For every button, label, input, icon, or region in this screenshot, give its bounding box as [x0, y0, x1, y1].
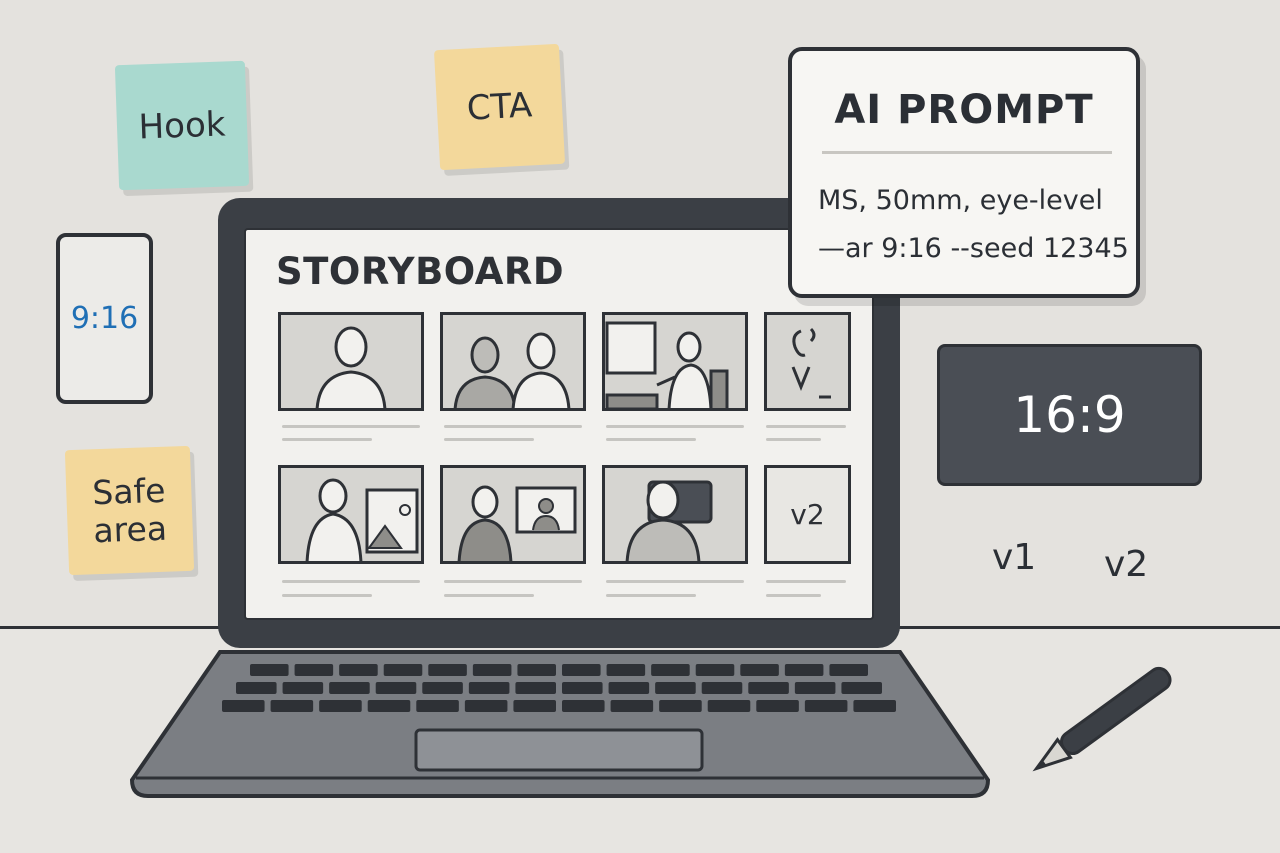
caption-line	[606, 425, 744, 428]
keyboard-key[interactable]	[375, 682, 417, 694]
ai-prompt-card: AI PROMPT MS, 50mm, eye-level —ar 9:16 -…	[788, 47, 1140, 298]
keyboard-key[interactable]	[659, 700, 702, 712]
ai-prompt-divider	[822, 151, 1112, 154]
pencil-icon	[1032, 666, 1172, 772]
sticky-cta-label: CTA	[465, 85, 534, 129]
ai-prompt-line-2: —ar 9:16 --seed 12345	[818, 233, 1129, 264]
keyboard-key[interactable]	[294, 664, 334, 676]
caption-line	[606, 594, 696, 597]
keyboard-key[interactable]	[282, 682, 324, 694]
sticky-hook-label: Hook	[137, 103, 227, 148]
caption-line	[606, 438, 696, 441]
storyboard-frame-4[interactable]	[764, 312, 851, 411]
caption-line	[282, 580, 420, 583]
phone-frame-9-16: 9:16	[56, 233, 153, 404]
keyboard-key[interactable]	[707, 700, 751, 712]
keyboard-key[interactable]	[236, 682, 277, 694]
keyboard-key[interactable]	[428, 664, 467, 676]
keyboard-key[interactable]	[610, 700, 654, 712]
caption-line	[766, 425, 846, 428]
storyboard-frame-8[interactable]: v2	[764, 465, 851, 564]
keyboard-key[interactable]	[339, 664, 378, 676]
keyboard-key[interactable]	[562, 664, 601, 676]
keyboard-key[interactable]	[784, 664, 824, 676]
version-label-v2: v2	[1104, 544, 1149, 585]
keyboard-key[interactable]	[367, 700, 411, 712]
keyboard-key[interactable]	[655, 682, 696, 694]
keyboard-key[interactable]	[606, 664, 646, 676]
caption-line	[444, 438, 534, 441]
ai-prompt-title: AI PROMPT	[834, 87, 1094, 133]
trackpad[interactable]	[414, 728, 704, 772]
keyboard-key[interactable]	[464, 700, 508, 712]
sketch-illustration	[791, 327, 831, 399]
caption-line	[766, 580, 846, 583]
keyboard-key[interactable]	[794, 682, 836, 694]
keyboard-key[interactable]	[222, 700, 265, 712]
person-with-monitor-illustration	[457, 485, 577, 561]
caption-line	[444, 425, 582, 428]
keyboard-key[interactable]	[515, 682, 556, 694]
keyboard-key[interactable]	[829, 664, 868, 676]
keyboard-key[interactable]	[756, 700, 799, 712]
caption-line	[766, 438, 821, 441]
two-people-illustration	[453, 332, 571, 408]
desk-scene-illustration	[605, 321, 729, 408]
sticky-note-cta: CTA	[433, 43, 566, 171]
caption-line	[444, 594, 534, 597]
keyboard-key[interactable]	[748, 682, 789, 694]
laptop-keyboard-base	[130, 650, 990, 798]
keyboard-key[interactable]	[250, 664, 289, 676]
keyboard-key[interactable]	[804, 700, 848, 712]
sticky-safe-line1: Safe	[91, 470, 167, 512]
storyboard-frame-3[interactable]	[602, 312, 748, 411]
keyboard-key[interactable]	[695, 664, 735, 676]
keyboard-key[interactable]	[608, 682, 650, 694]
person-illustration	[315, 326, 387, 408]
keyboard-key[interactable]	[383, 664, 423, 676]
storyboard-frame-2[interactable]	[440, 312, 586, 411]
keyboard-key[interactable]	[841, 682, 882, 694]
storyboard-frame-1[interactable]	[278, 312, 424, 411]
frame-v2-label: v2	[790, 498, 825, 531]
keyboard-key[interactable]	[651, 664, 690, 676]
ai-prompt-line-1: MS, 50mm, eye-level	[818, 185, 1103, 216]
keyboard-key[interactable]	[472, 664, 512, 676]
keyboard-key[interactable]	[562, 700, 605, 712]
keyboard-key[interactable]	[517, 664, 556, 676]
caption-line	[766, 594, 821, 597]
keyboard-key[interactable]	[853, 700, 896, 712]
caption-line	[282, 425, 420, 428]
keyboard-key[interactable]	[468, 682, 510, 694]
keyboard-key[interactable]	[329, 682, 370, 694]
caption-line	[282, 438, 372, 441]
keyboard-key[interactable]	[319, 700, 362, 712]
caption-line	[282, 594, 372, 597]
person-closeup-illustration	[625, 480, 713, 561]
caption-line	[444, 580, 582, 583]
keyboard-key[interactable]	[562, 682, 603, 694]
phone-ratio-label: 9:16	[70, 301, 139, 336]
keyboard-key[interactable]	[422, 682, 463, 694]
storyboard-title: STORYBOARD	[276, 250, 565, 293]
keyboard-key[interactable]	[701, 682, 743, 694]
person-with-picture-illustration	[305, 478, 419, 561]
sticky-safe-line2: area	[92, 508, 168, 550]
storyboard-frame-6[interactable]	[440, 465, 586, 564]
keyboard-key[interactable]	[740, 664, 779, 676]
version-label-v1: v1	[992, 537, 1037, 578]
storyboard-frame-5[interactable]	[278, 465, 424, 564]
wide-ratio-label: 16:9	[1013, 386, 1126, 444]
sticky-note-hook: Hook	[114, 60, 250, 191]
keyboard-key[interactable]	[513, 700, 556, 712]
keyboard-key[interactable]	[270, 700, 314, 712]
keyboard-key[interactable]	[416, 700, 459, 712]
storyboard-frame-7[interactable]	[602, 465, 748, 564]
caption-line	[606, 580, 744, 583]
widescreen-frame-16-9: 16:9	[937, 344, 1202, 486]
